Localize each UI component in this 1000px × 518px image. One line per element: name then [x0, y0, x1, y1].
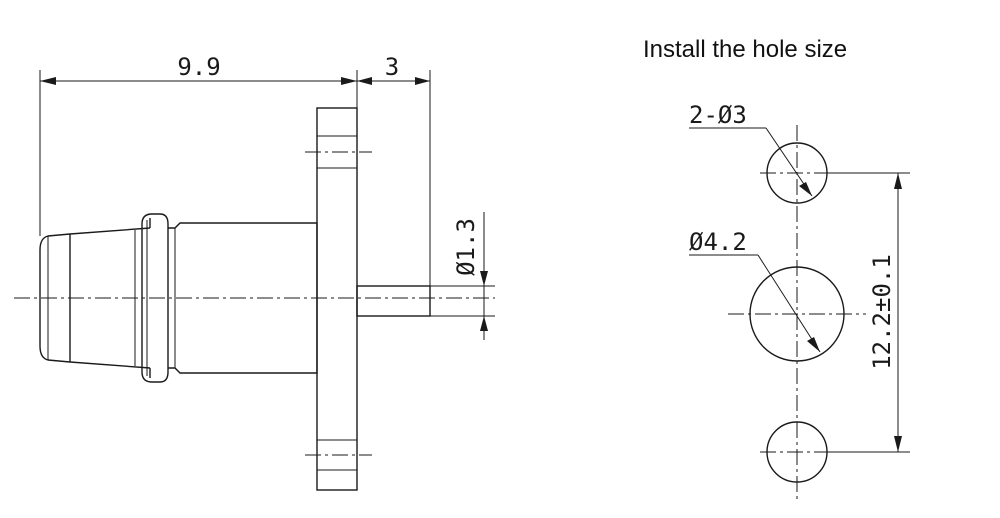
connector-ring: [141, 213, 169, 383]
dimension-center-hole-label: Ø4.2: [689, 228, 747, 256]
dimension-spacing-label: 12.2±0.1: [868, 254, 896, 370]
dimension-small-holes-label: 2-Ø3: [689, 101, 747, 129]
dimension-pin-diameter: Ø1.3: [430, 212, 495, 340]
dimension-pin-length-label: 3: [385, 53, 399, 81]
dimension-length: 9.9: [39, 53, 358, 236]
connector-body-outline: [39, 218, 151, 378]
dimension-length-label: 9.9: [177, 53, 220, 81]
connector-flange: [316, 107, 358, 491]
dimension-center-hole: Ø4.2: [689, 228, 821, 353]
connector-pin: [356, 285, 431, 317]
hole-layout-title: Install the hole size: [643, 36, 847, 63]
connector-side-view: 9.9 3 Ø1.3: [14, 53, 495, 491]
dimension-small-holes: 2-Ø3: [689, 101, 813, 197]
dimension-pin-diameter-label: Ø1.3: [452, 218, 480, 276]
dimension-spacing: 12.2±0.1: [827, 172, 910, 453]
hole-layout-view: Install the hole size 2-Ø3 Ø4.2: [643, 36, 910, 500]
dimension-pin-length: 3: [357, 53, 431, 286]
